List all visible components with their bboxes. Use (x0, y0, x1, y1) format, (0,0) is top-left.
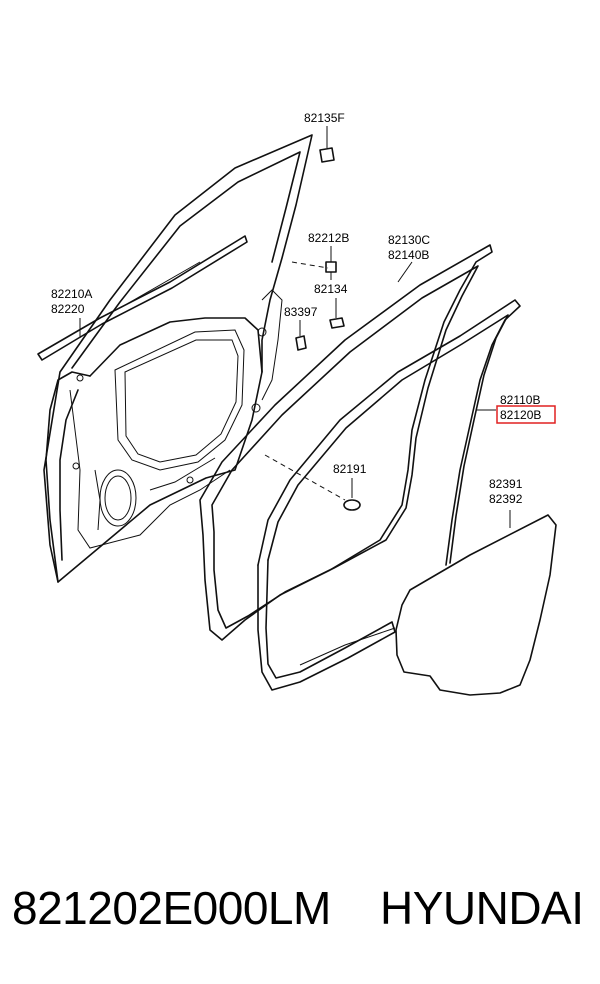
callout-82120b-highlighted: 82120B (496, 405, 556, 424)
callout-82110b: 82110B (500, 393, 540, 407)
svg-text:82391: 82391 (489, 477, 523, 491)
callout-82135f: 82135F (304, 111, 345, 125)
callout-82212b: 82212B (308, 231, 349, 245)
svg-text:82110B: 82110B (500, 393, 540, 407)
callout-82130c-82140b: 82130C 82140B (388, 233, 430, 262)
callout-82210a-82220: 82210A 82220 (51, 287, 92, 316)
callout-82191: 82191 (333, 462, 367, 476)
highlight-box (496, 405, 556, 424)
svg-text:82212B: 82212B (308, 231, 349, 245)
clip-82191 (343, 499, 361, 511)
clip-83397 (295, 335, 307, 351)
callout-83397: 83397 (284, 305, 318, 319)
leader-lines (79, 126, 511, 528)
svg-text:82392: 82392 (489, 492, 523, 506)
door-seal-parts-diagram: 82135F 82212B 82130C 82140B 82210A 82220… (37, 111, 557, 696)
svg-text:82140B: 82140B (388, 248, 429, 262)
door-side-weatherstrip (257, 299, 521, 691)
part-number: 821202E000LM (12, 882, 331, 934)
clip-82135f (319, 147, 335, 163)
callout-82134: 82134 (314, 282, 348, 296)
callout-82391-82392: 82391 82392 (489, 477, 523, 506)
door-opening-seal (199, 244, 493, 641)
footer-caption: 821202E000LM HYUNDAI (0, 880, 600, 950)
clip-82134 (329, 317, 345, 329)
door-trim-panel (395, 514, 557, 696)
svg-text:82134: 82134 (314, 282, 348, 296)
svg-text:82130C: 82130C (388, 233, 430, 247)
svg-text:83397: 83397 (284, 305, 318, 319)
brand-name: HYUNDAI (380, 882, 584, 934)
belt-weatherstrip (37, 235, 248, 361)
door-inner-panel (43, 134, 313, 583)
svg-text:82135F: 82135F (304, 111, 345, 125)
svg-text:82220: 82220 (51, 302, 85, 316)
svg-text:82191: 82191 (333, 462, 367, 476)
svg-text:82120B: 82120B (500, 408, 541, 422)
bolt-82212b (325, 261, 337, 280)
svg-text:82210A: 82210A (51, 287, 92, 301)
